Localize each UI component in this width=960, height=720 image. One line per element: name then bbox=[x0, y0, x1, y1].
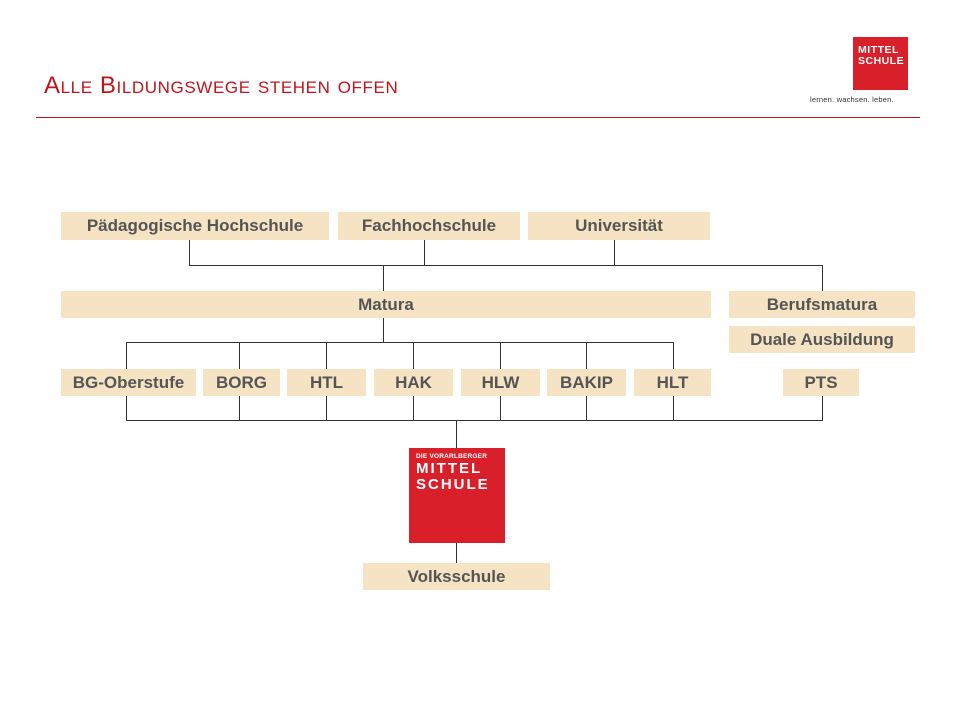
box-bakip: BAKIP bbox=[547, 369, 626, 396]
connector-line bbox=[126, 342, 127, 369]
box-matura: Matura bbox=[61, 291, 711, 318]
connector-line bbox=[822, 396, 823, 421]
title-divider bbox=[36, 117, 920, 118]
connector-line bbox=[126, 342, 674, 343]
connector-line bbox=[326, 396, 327, 421]
box-universitaet: Universität bbox=[528, 212, 710, 240]
connector-line bbox=[673, 396, 674, 421]
box-berufsmatura: Berufsmatura bbox=[729, 291, 915, 318]
connector-line bbox=[456, 420, 457, 448]
connector-line bbox=[614, 240, 615, 265]
connector-line bbox=[126, 420, 823, 421]
logo-line-2: SCHULE bbox=[858, 55, 905, 67]
connector-line bbox=[586, 396, 587, 421]
connector-line bbox=[383, 318, 384, 343]
connector-line bbox=[239, 342, 240, 369]
connector-line bbox=[413, 396, 414, 421]
connector-line bbox=[500, 396, 501, 421]
center-logo-small: DIE VORARLBERGER bbox=[416, 453, 488, 460]
box-duale-ausbildung: Duale Ausbildung bbox=[729, 326, 915, 353]
vorarlberger-mittelschule-logo: DIE VORARLBERGER MITTEL SCHULE bbox=[409, 448, 505, 543]
box-hlt: HLT bbox=[634, 369, 711, 396]
connector-line bbox=[383, 265, 384, 291]
box-htl: HTL bbox=[287, 369, 366, 396]
connector-line bbox=[413, 342, 414, 369]
center-logo-line-2: SCHULE bbox=[416, 476, 490, 493]
center-logo-line-1: MITTEL bbox=[416, 460, 483, 477]
logo-tagline: lernen. wachsen. leben. bbox=[810, 95, 894, 104]
box-hlw: HLW bbox=[461, 369, 540, 396]
connector-line bbox=[189, 240, 190, 265]
box-hak: HAK bbox=[374, 369, 453, 396]
connector-line bbox=[500, 342, 501, 369]
connector-line bbox=[456, 543, 457, 564]
box-paedagogische-hochschule: Pädagogische Hochschule bbox=[61, 212, 329, 240]
connector-line bbox=[126, 396, 127, 421]
logo-line-1: MITTEL bbox=[858, 44, 899, 56]
connector-line bbox=[586, 342, 587, 369]
connector-line bbox=[239, 396, 240, 421]
connector-line bbox=[424, 240, 425, 265]
box-fachhochschule: Fachhochschule bbox=[338, 212, 520, 240]
connector-line bbox=[673, 342, 674, 369]
connector-line bbox=[189, 265, 823, 266]
box-pts: PTS bbox=[783, 369, 859, 396]
connector-line bbox=[822, 265, 823, 291]
connector-line bbox=[326, 342, 327, 369]
box-volksschule: Volksschule bbox=[363, 563, 550, 590]
mittelschule-logo: MITTEL SCHULE bbox=[853, 37, 908, 90]
box-bg-oberstufe: BG-Oberstufe bbox=[61, 369, 196, 396]
page-title: Alle Bildungswege stehen offen bbox=[44, 72, 399, 99]
box-borg: BORG bbox=[203, 369, 280, 396]
